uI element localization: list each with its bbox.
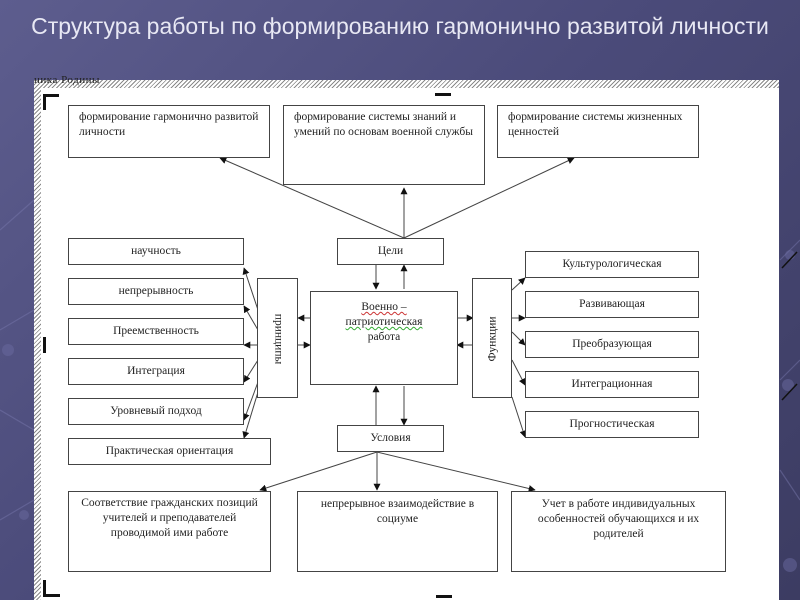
principle-item: научность (68, 238, 244, 265)
function-text: Культурологическая (562, 258, 662, 270)
principle-text: Уровневый подход (110, 405, 202, 417)
function-item: Развивающая (525, 291, 699, 318)
function-text: Интеграционная (571, 378, 653, 390)
goal-target-text: формирование гармонично развитой личност… (79, 111, 259, 138)
function-item: Преобразующая (525, 331, 699, 358)
function-item: Культурологическая (525, 251, 699, 278)
slide-title: Структура работы по формированию гармони… (0, 10, 800, 43)
condition-item: непрерывное взаимодействие в социуме (297, 491, 498, 572)
principle-item: Уровневый подход (68, 398, 244, 425)
center-box: Военно – патриотическая работа (310, 291, 458, 385)
document-header-fragment: ника Родины (34, 74, 100, 86)
condition-text: Соответствие гражданских позиций учителе… (81, 497, 258, 539)
condition-item: Соответствие гражданских позиций учителе… (68, 491, 271, 572)
center-label-line-1: Военно – (361, 301, 407, 313)
arrow-function-1 (511, 277, 526, 291)
principle-text: Интеграция (127, 365, 185, 377)
crop-mark-top-left-h (43, 94, 59, 97)
principle-text: научность (131, 245, 181, 257)
arrow-goals-to-target-1 (219, 157, 405, 239)
principle-item: Интеграция (68, 358, 244, 385)
principle-text: Практическая ориентация (105, 445, 234, 457)
functions-box: Функции (472, 278, 512, 398)
condition-text: непрерывное взаимодействие в социуме (320, 498, 475, 525)
principle-item: непрерывность (68, 278, 244, 305)
principle-text: непрерывность (118, 285, 194, 297)
crop-mark-left-middle (43, 337, 46, 353)
function-item: Интеграционная (525, 371, 699, 398)
condition-text: Учет в работе индивидуальных особенносте… (537, 498, 700, 540)
function-text: Преобразующая (572, 338, 652, 350)
function-text: Развивающая (579, 298, 645, 310)
crop-mark-bottom-left-h (43, 594, 60, 597)
principles-label: принципы (272, 313, 285, 365)
functions-label: Функции (486, 316, 499, 362)
principle-item: Преемственность (68, 318, 244, 345)
conditions-box: Условия (337, 425, 444, 452)
arrow-goals-to-target-3 (403, 157, 575, 239)
crop-mark-top-center (435, 93, 451, 96)
arrow-principle-2 (243, 305, 259, 331)
principle-item: Практическая ориентация (68, 438, 271, 465)
principles-box: принципы (257, 278, 298, 398)
center-label-line-2: патриотическая (345, 316, 423, 328)
goal-target-box: формирование системы жизненных ценностей (497, 105, 699, 158)
document-frame-hatch-left (34, 80, 41, 600)
function-text: Прогностическая (569, 418, 655, 430)
slide-title-text: Структура работы по формированию гармони… (31, 13, 769, 39)
crop-mark-top-left-v (43, 94, 46, 110)
goal-target-box: формирование системы знаний и умений по … (283, 105, 485, 185)
condition-item: Учет в работе индивидуальных особенносте… (511, 491, 726, 572)
conditions-label: Условия (370, 432, 411, 444)
document-frame-hatch-top (34, 80, 779, 88)
arrow-principle-5 (242, 381, 259, 421)
goal-target-text: формирование системы знаний и умений по … (294, 111, 473, 138)
goal-target-box: формирование гармонично развитой личност… (68, 105, 270, 158)
arrow-principle-4 (243, 359, 259, 383)
goal-target-text: формирование системы жизненных ценностей (508, 111, 683, 138)
arrow-function-3 (511, 331, 526, 346)
function-item: Прогностическая (525, 411, 699, 438)
arrow-principle-6 (242, 391, 259, 439)
principle-text: Преемственность (113, 325, 199, 337)
goals-box: Цели (337, 238, 444, 265)
goals-label: Цели (377, 245, 404, 257)
center-label-line-3: работа (367, 331, 401, 343)
arrow-function-4 (511, 359, 526, 386)
arrow-condition-3 (376, 451, 536, 492)
crop-mark-bottom-center (436, 595, 452, 598)
arrow-function-5 (511, 396, 527, 438)
arrow-principle-1 (242, 267, 259, 311)
arrow-condition-1 (259, 451, 378, 492)
crop-mark-bottom-left-v (43, 580, 46, 596)
